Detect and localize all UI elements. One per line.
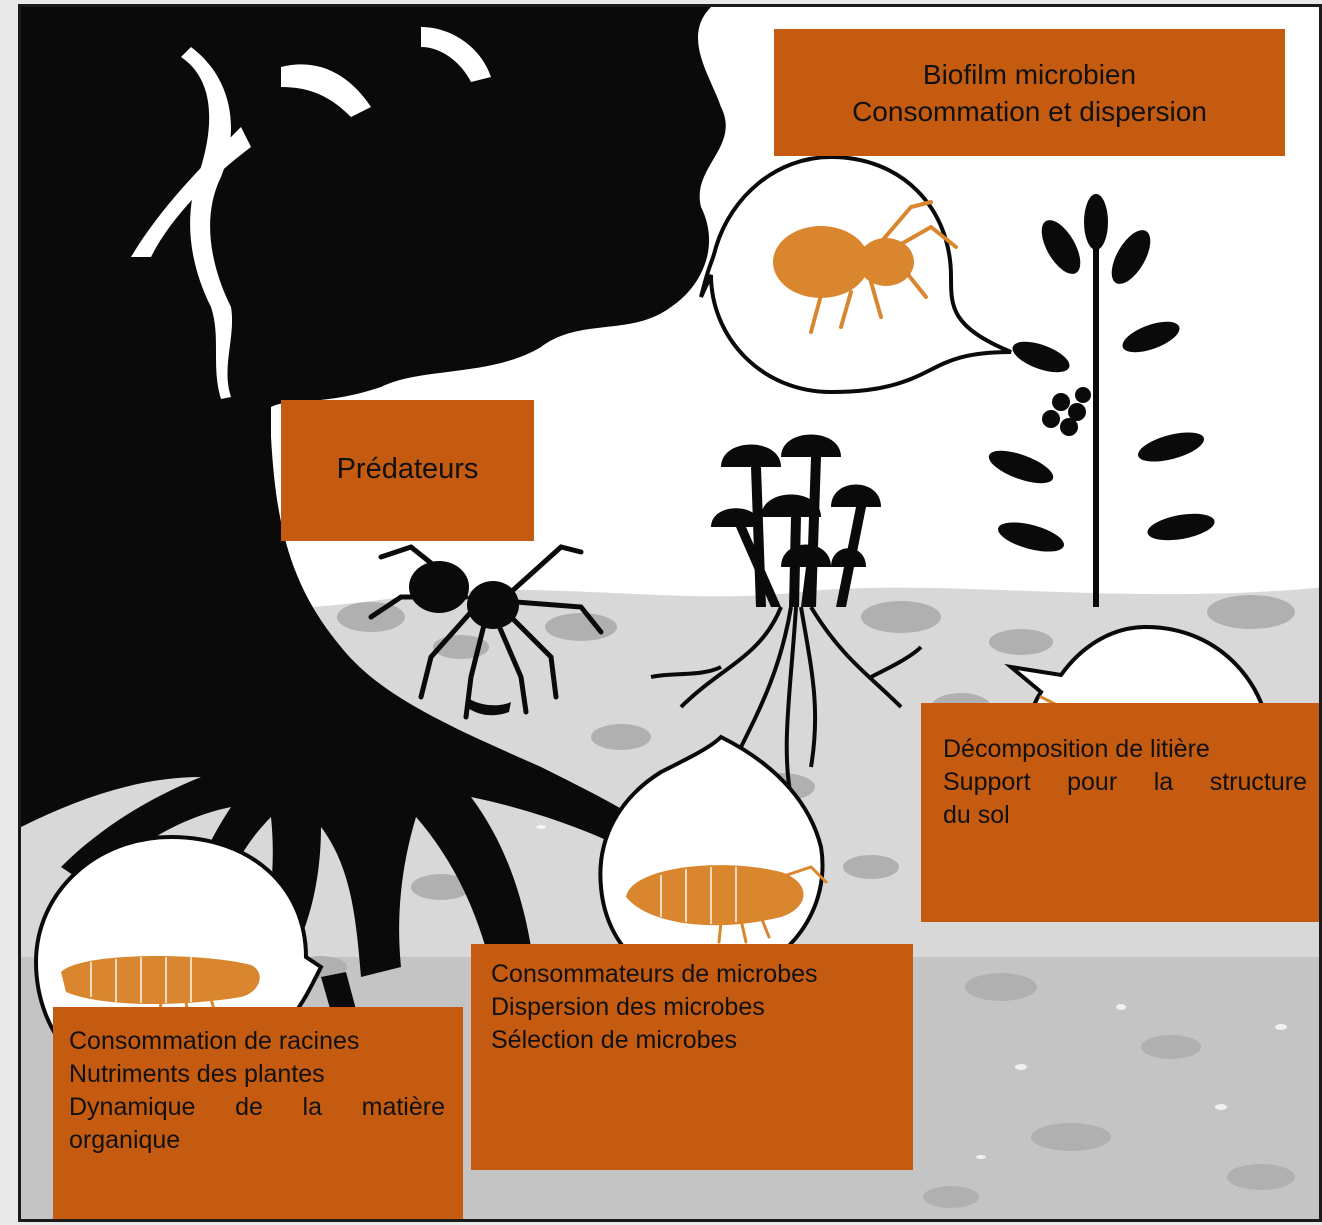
label-microbe-consumers: Consommateurs de microbes Dispersion des…	[471, 944, 913, 1170]
label-microbes-line-2: Dispersion des microbes	[491, 991, 897, 1024]
label-roots-line-4: organique	[69, 1124, 445, 1157]
label-biofilm: Biofilm microbien Consommation et disper…	[774, 29, 1285, 156]
label-biofilm-line-1: Biofilm microbien	[774, 57, 1285, 94]
bubble-biofilm	[701, 157, 1011, 392]
label-litter-line-1: Décomposition de litière	[943, 733, 1307, 766]
label-roots-line-2: Nutriments des plantes	[69, 1058, 445, 1091]
label-roots-line-1: Consommation de racines	[69, 1025, 445, 1058]
label-litter-line-3: du sol	[943, 799, 1307, 832]
label-litter-line-2: Support pour la structure	[943, 766, 1307, 799]
label-predators: Prédateurs	[281, 400, 534, 541]
label-roots-line-3: Dynamique de la matière	[69, 1091, 445, 1124]
label-microbes-line-3: Sélection de microbes	[491, 1024, 897, 1057]
label-root-consumption: Consommation de racines Nutriments des p…	[53, 1007, 463, 1222]
label-predators-line-1: Prédateurs	[281, 450, 534, 488]
label-microbes-line-1: Consommateurs de microbes	[491, 958, 897, 991]
label-biofilm-line-2: Consommation et dispersion	[774, 94, 1285, 131]
label-litter-decomposition: Décomposition de litière Support pour la…	[921, 703, 1322, 922]
diagram-frame: Biofilm microbien Consommation et disper…	[18, 4, 1322, 1222]
clover-plant	[985, 194, 1217, 607]
